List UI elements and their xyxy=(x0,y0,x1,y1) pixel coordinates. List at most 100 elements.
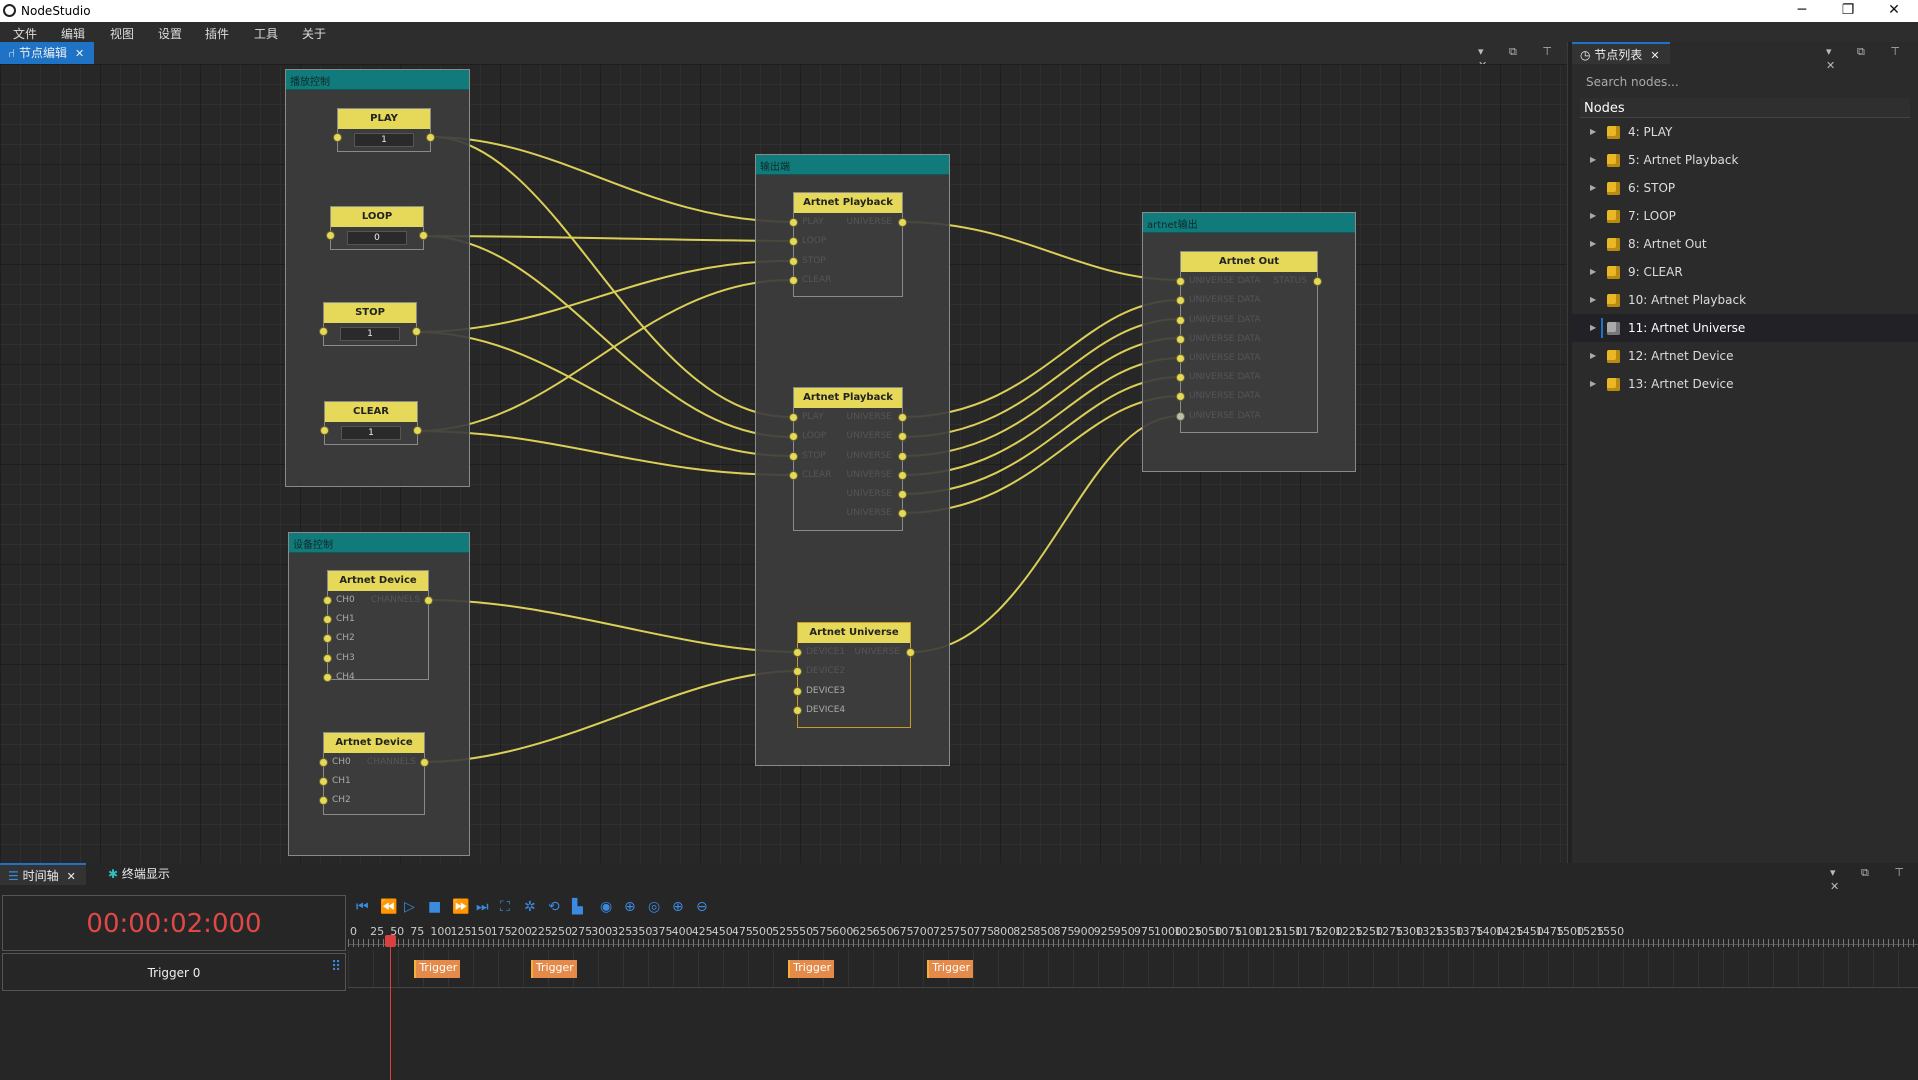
stop-icon[interactable]: ■ xyxy=(428,899,442,915)
pane-controls[interactable]: ▾ ⧉ ⊤ ✕ xyxy=(1830,866,1915,893)
tab-terminal[interactable]: ✱ 终端显示 xyxy=(108,867,170,881)
tab-timeline[interactable]: ☰ 时间轴✕ xyxy=(0,863,86,885)
input-port[interactable] xyxy=(789,237,798,246)
input-port[interactable] xyxy=(789,471,798,480)
output-port[interactable] xyxy=(413,426,422,435)
input-port[interactable] xyxy=(323,673,332,682)
node-stop[interactable]: STOP 1 xyxy=(319,302,421,346)
node-play[interactable]: PLAY 1 xyxy=(333,108,435,152)
input-port[interactable] xyxy=(319,777,328,786)
node-value-field[interactable]: 0 xyxy=(347,231,407,245)
play-icon[interactable]: ▷ xyxy=(404,899,415,915)
playhead-handle[interactable] xyxy=(385,935,397,947)
zoom-out-icon[interactable]: ⊖ xyxy=(696,899,708,915)
output-port[interactable] xyxy=(898,218,907,227)
input-port[interactable] xyxy=(793,706,802,715)
close-icon[interactable]: ✕ xyxy=(75,47,85,60)
output-port[interactable] xyxy=(412,327,421,336)
rewind-icon[interactable]: ⏪ xyxy=(380,899,398,915)
close-button[interactable]: ✕ xyxy=(1888,2,1900,18)
input-port[interactable] xyxy=(323,596,332,605)
input-port[interactable] xyxy=(789,432,798,441)
target-icon[interactable]: ◎ xyxy=(648,899,661,915)
expand-arrow-icon[interactable]: ▶ xyxy=(1590,239,1597,248)
list-item[interactable]: ▶7: LOOP xyxy=(1572,202,1918,230)
node-artnet-playback-2[interactable]: Artnet Playback PLAY LOOP STOP CLEAR UNI… xyxy=(789,387,907,531)
marker-icon[interactable]: ▙ xyxy=(572,899,583,915)
input-port[interactable] xyxy=(319,758,328,767)
trigger-clip[interactable]: Trigger xyxy=(927,960,974,978)
loop-icon[interactable]: ⟲ xyxy=(548,899,560,915)
tab-node-list[interactable]: ◷ 节点列表✕ xyxy=(1572,42,1670,64)
previous-icon[interactable]: ◉ xyxy=(600,899,613,915)
input-port[interactable] xyxy=(793,687,802,696)
search-input[interactable]: Search nodes... xyxy=(1586,75,1679,89)
output-port[interactable] xyxy=(906,648,915,657)
input-port[interactable] xyxy=(323,634,332,643)
track-header[interactable]: Trigger 0 ⠿ xyxy=(2,953,346,991)
playhead[interactable] xyxy=(385,935,397,1080)
drag-handle-icon[interactable]: ⠿ xyxy=(331,959,342,975)
input-port[interactable] xyxy=(789,276,798,285)
zoom-in-icon[interactable]: ⊕ xyxy=(672,899,684,915)
list-item-selected[interactable]: ▶11: Artnet Universe xyxy=(1572,314,1918,342)
output-port[interactable] xyxy=(898,490,907,499)
output-port[interactable] xyxy=(898,413,907,422)
input-port[interactable] xyxy=(319,796,328,805)
output-port[interactable] xyxy=(898,432,907,441)
trigger-clip[interactable]: Trigger xyxy=(414,960,461,978)
track-row[interactable]: Trigger Trigger Trigger Trigger xyxy=(348,950,1918,988)
output-port[interactable] xyxy=(1313,277,1322,286)
input-port[interactable] xyxy=(1176,354,1185,363)
input-port[interactable] xyxy=(320,426,329,435)
trigger-clip[interactable]: Trigger xyxy=(788,960,835,978)
trigger-clip[interactable]: Trigger xyxy=(530,960,577,978)
skip-end-icon[interactable]: ⏭ xyxy=(476,899,489,915)
list-item[interactable]: ▶6: STOP xyxy=(1572,174,1918,202)
node-value-field[interactable]: 1 xyxy=(340,327,400,341)
output-port[interactable] xyxy=(898,471,907,480)
menu-view[interactable]: 视图 xyxy=(110,27,135,41)
node-loop[interactable]: LOOP 0 xyxy=(326,206,428,250)
input-port[interactable] xyxy=(323,615,332,624)
node-clear[interactable]: CLEAR 1 xyxy=(320,401,422,445)
expand-arrow-icon[interactable]: ▶ xyxy=(1590,267,1597,276)
input-port[interactable] xyxy=(793,648,802,657)
menu-settings[interactable]: 设置 xyxy=(158,27,183,41)
input-port[interactable] xyxy=(793,667,802,676)
node-artnet-playback-1[interactable]: Artnet Playback PLAY LOOP STOP CLEAR UNI… xyxy=(789,192,907,297)
list-item[interactable]: ▶8: Artnet Out xyxy=(1572,230,1918,258)
tab-node-editor[interactable]: ⑁ 节点编辑✕ xyxy=(0,42,95,64)
node-artnet-device-1[interactable]: Artnet Device CH0 CH1 CH2 CH3 CH4 CHANNE… xyxy=(323,570,433,682)
input-port[interactable] xyxy=(1176,392,1185,401)
input-port[interactable] xyxy=(1176,412,1185,421)
input-port[interactable] xyxy=(319,327,328,336)
output-port[interactable] xyxy=(898,509,907,518)
close-icon[interactable]: ✕ xyxy=(66,870,76,883)
add-icon[interactable]: ⊕ xyxy=(624,899,636,915)
menu-about[interactable]: 关于 xyxy=(302,27,327,41)
expand-arrow-icon[interactable]: ▶ xyxy=(1590,211,1597,220)
input-port[interactable] xyxy=(789,218,798,227)
expand-arrow-icon[interactable]: ▶ xyxy=(1590,379,1597,388)
skip-start-icon[interactable]: ⏮ xyxy=(356,899,369,915)
list-item[interactable]: ▶4: PLAY xyxy=(1572,118,1918,146)
expand-arrow-icon[interactable]: ▶ xyxy=(1590,183,1597,192)
input-port[interactable] xyxy=(323,654,332,663)
minimize-button[interactable]: ─ xyxy=(1797,2,1807,18)
menu-file[interactable]: 文件 xyxy=(13,27,38,41)
fast-forward-icon[interactable]: ⏩ xyxy=(452,899,470,915)
expand-arrow-icon[interactable]: ▶ xyxy=(1590,323,1597,332)
input-port[interactable] xyxy=(333,133,342,142)
input-port[interactable] xyxy=(789,413,798,422)
expand-arrow-icon[interactable]: ▶ xyxy=(1590,295,1597,304)
close-icon[interactable]: ✕ xyxy=(1650,49,1660,62)
input-port[interactable] xyxy=(789,257,798,266)
restore-button[interactable]: ❐ xyxy=(1841,2,1855,18)
node-artnet-out[interactable]: Artnet Out UNIVERSE DATA UNIVERSE DATA U… xyxy=(1176,251,1322,433)
menu-edit[interactable]: 编辑 xyxy=(61,27,86,41)
node-value-field[interactable]: 1 xyxy=(341,426,401,440)
expand-arrow-icon[interactable]: ▶ xyxy=(1590,351,1597,360)
output-port[interactable] xyxy=(420,758,429,767)
